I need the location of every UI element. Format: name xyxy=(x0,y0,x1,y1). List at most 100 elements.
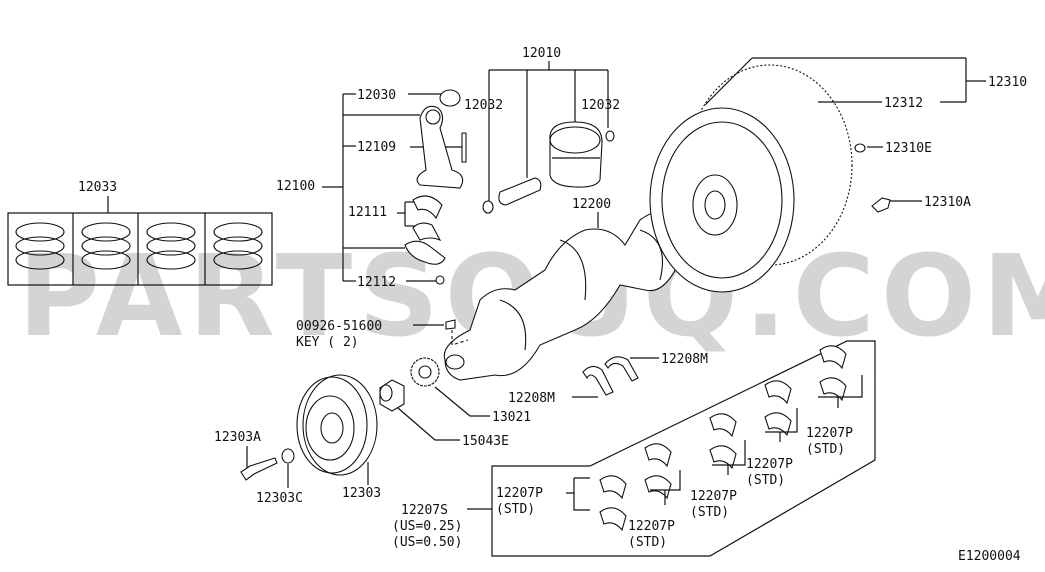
label-pulley-washer[interactable]: 12303C xyxy=(256,491,303,506)
piston-pin-part[interactable] xyxy=(498,177,542,206)
label-con-rod-assy[interactable]: 12100 xyxy=(276,179,315,194)
main-bearing-shell xyxy=(709,445,737,470)
piston-ring xyxy=(146,222,196,242)
con-rod-assy-group[interactable]: 12100 12030 12109 12111 12112 xyxy=(276,88,467,290)
label-thrust-washer-upper[interactable]: 12208M xyxy=(661,352,708,367)
pulley-washer-part[interactable] xyxy=(281,448,295,464)
label-con-rod-nut[interactable]: 12112 xyxy=(357,275,396,290)
label-crank-pulley[interactable]: 12303 xyxy=(342,486,381,501)
thrust-washer-lower-part[interactable] xyxy=(582,365,614,396)
piston-rings-box xyxy=(7,212,273,286)
crank-sprocket-part[interactable] xyxy=(410,357,440,387)
con-rod-bolt-part[interactable] xyxy=(461,132,467,163)
spacer-group[interactable]: 15043E xyxy=(379,379,509,449)
con-rod-part[interactable] xyxy=(416,105,464,189)
leader-line xyxy=(566,477,590,511)
piston-ring xyxy=(213,250,263,270)
main-bearing-part-label[interactable]: 12207P xyxy=(806,426,853,441)
label-piston-pin-clip-right[interactable]: 12032 xyxy=(581,98,620,113)
label-con-rod-bolt[interactable]: 12109 xyxy=(357,140,396,155)
piston-rings-group[interactable]: 12033 xyxy=(7,180,273,286)
woodruff-key-part[interactable] xyxy=(445,319,456,330)
label-flywheel-assy[interactable]: 12310 xyxy=(988,75,1027,90)
label-main-bearing-us1[interactable]: (US=0.25) xyxy=(392,519,462,534)
woodruff-key-group[interactable]: 00926-51600 KEY ( 2) xyxy=(296,319,469,350)
label-pulley-bolt[interactable]: 12303A xyxy=(214,430,261,445)
main-bearings-group[interactable]: 12207S (US=0.25) (US=0.50) 12207P(STD)12… xyxy=(392,340,876,557)
label-con-rod-bushing[interactable]: 12030 xyxy=(357,88,396,103)
piston-ring xyxy=(146,250,196,270)
con-rod-bearing-lower[interactable] xyxy=(412,222,442,242)
label-piston-assy[interactable]: 12010 xyxy=(522,46,561,61)
con-rod-bearing-upper[interactable] xyxy=(412,195,443,220)
piston-ring xyxy=(15,250,65,270)
crank-pulley-part[interactable] xyxy=(302,374,378,476)
piston-ring-set[interactable] xyxy=(15,222,65,270)
main-bearing-size-label: (STD) xyxy=(746,473,785,488)
label-main-bearing-us2[interactable]: (US=0.50) xyxy=(392,535,462,550)
main-bearing-part-label[interactable]: 12207P xyxy=(496,486,543,501)
piston-ring-set[interactable] xyxy=(213,222,263,270)
piston-assy-group[interactable]: 12010 12032 12032 xyxy=(464,46,620,214)
main-bearing-shell xyxy=(764,380,792,405)
main-bearing-size-label: (STD) xyxy=(496,502,535,517)
crank-pulley-group[interactable]: 12303 12303A 12303C xyxy=(214,374,381,506)
main-bearing-shell xyxy=(819,377,847,402)
label-woodruff-key-part[interactable]: 00926-51600 xyxy=(296,319,382,334)
con-rod-nut-part[interactable] xyxy=(435,275,445,285)
main-bearing-shell xyxy=(599,507,627,532)
piston-ring xyxy=(15,236,65,256)
main-bearing-shell xyxy=(644,475,672,500)
main-bearing-item[interactable]: 12207P(STD) xyxy=(496,475,627,532)
main-bearing-shell xyxy=(709,413,737,438)
label-con-rod-bearing[interactable]: 12111 xyxy=(348,205,387,220)
main-bearing-list: 12207P(STD)12207P(STD)12207P(STD)12207P(… xyxy=(496,345,863,550)
main-bearing-shell xyxy=(644,443,672,468)
thrust-washer-group[interactable]: 12208M 12208M xyxy=(508,352,708,406)
thrust-washer-upper-part[interactable] xyxy=(604,356,639,382)
label-crank-sprocket[interactable]: 13021 xyxy=(492,410,531,425)
con-rod-cap[interactable] xyxy=(404,240,446,265)
main-bearing-part-label[interactable]: 12207P xyxy=(746,457,793,472)
flywheel-part[interactable] xyxy=(649,107,795,293)
crankshaft-group[interactable]: 12200 xyxy=(443,197,689,381)
label-ring-gear[interactable]: 12312 xyxy=(884,96,923,111)
leader-line xyxy=(650,470,681,505)
piston-ring-set[interactable] xyxy=(81,222,131,270)
label-piston-pin-clip-left[interactable]: 12032 xyxy=(464,98,503,113)
main-bearing-item[interactable]: 12207P(STD) xyxy=(806,345,863,457)
label-thrust-washer-lower[interactable]: 12208M xyxy=(508,391,555,406)
main-bearing-item[interactable]: 12207P(STD) xyxy=(690,413,746,520)
piston-ring xyxy=(15,222,65,242)
main-bearing-part-label[interactable]: 12207P xyxy=(690,489,737,504)
piston-ring xyxy=(213,236,263,256)
piston-part[interactable] xyxy=(549,121,603,188)
label-woodruff-key-desc[interactable]: KEY ( 2) xyxy=(296,335,359,350)
ring-gear-part[interactable] xyxy=(687,64,853,266)
label-main-bearing-set[interactable]: 12207S xyxy=(401,503,448,518)
leader-line xyxy=(765,408,798,442)
leader-line xyxy=(712,440,746,475)
piston-pin-clip-right-part[interactable] xyxy=(605,130,615,142)
con-rod-bushing-part[interactable] xyxy=(439,89,461,107)
piston-ring xyxy=(81,222,131,242)
label-crankshaft[interactable]: 12200 xyxy=(572,197,611,212)
diagram-code: E1200004 xyxy=(958,549,1021,564)
label-flywheel-dowel[interactable]: 12310E xyxy=(885,141,932,156)
flywheel-bolt-part[interactable] xyxy=(871,197,891,213)
crank-sprocket-group[interactable]: 13021 xyxy=(410,357,531,425)
main-bearing-shell xyxy=(599,475,627,500)
label-flywheel-bolt[interactable]: 12310A xyxy=(924,195,971,210)
label-piston-rings[interactable]: 12033 xyxy=(78,180,117,195)
piston-pin-clip-left-part[interactable] xyxy=(482,200,494,214)
main-bearing-item[interactable]: 12207P(STD) xyxy=(746,380,798,488)
main-bearing-size-label: (STD) xyxy=(690,505,729,520)
main-bearing-item[interactable]: 12207P(STD) xyxy=(628,443,681,550)
main-bearing-part-label[interactable]: 12207P xyxy=(628,519,675,534)
pulley-bolt-part[interactable] xyxy=(240,457,278,481)
main-bearing-size-label: (STD) xyxy=(806,442,845,457)
flywheel-dowel-part[interactable] xyxy=(854,143,866,153)
label-spacer[interactable]: 15043E xyxy=(462,434,509,449)
piston-ring-set[interactable] xyxy=(146,222,196,270)
flywheel-group[interactable]: 12310 12312 12310E 12310A xyxy=(649,57,1027,293)
